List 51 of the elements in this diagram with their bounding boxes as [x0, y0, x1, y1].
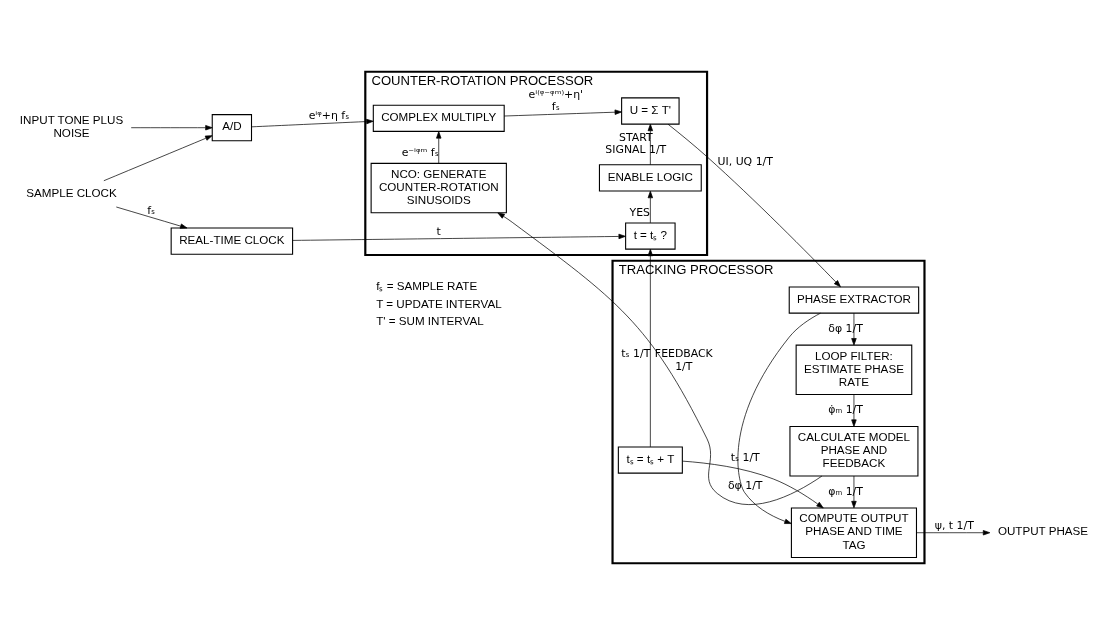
node-box: REAL-TIME CLOCK — [170, 227, 294, 255]
node-text: OUTPUT PHASE — [997, 524, 1089, 538]
edge-label: δφ 1/T — [727, 478, 763, 492]
node-box: PHASE EXTRACTOR — [788, 286, 920, 314]
arrow — [292, 233, 626, 241]
arrow — [115, 206, 188, 229]
node-box: COMPUTE OUTPUT PHASE AND TIME TAG — [790, 507, 918, 558]
node-box: U = Σ T' — [621, 97, 680, 125]
arrow — [103, 135, 213, 182]
arrow — [647, 190, 653, 224]
edge-label: UI, UQ 1/T — [717, 154, 773, 168]
arrow — [851, 312, 857, 346]
node-box: t = tₛ ? — [625, 222, 676, 250]
node-box: NCO: GENERATE COUNTER-ROTATION SINUSOIDS — [370, 162, 507, 214]
arrow — [647, 123, 653, 166]
arrow — [851, 394, 857, 427]
edge-label: tₛ 1/T — [730, 451, 760, 465]
edge-label: eⁱᵠ+η fₛ — [308, 108, 350, 122]
edge-label: e⁻ⁱᵠᵐ fₛ — [401, 145, 439, 159]
edge-label: φ̇ₘ 1/T — [828, 403, 863, 417]
edge-label: START SIGNAL 1/T — [605, 130, 667, 157]
node-box: LOOP FILTER: ESTIMATE PHASE RATE — [795, 344, 913, 396]
label: fₛ = SAMPLE RATE — [376, 279, 478, 293]
node-box: CALCULATE MODEL PHASE AND FEEDBACK — [789, 426, 919, 477]
edge-label: φₘ 1/T — [828, 484, 863, 498]
edge-label: FEEDBACK 1/T — [654, 347, 713, 373]
edge-label: eⁱ⁽ᵠ⁻ᵠᵐ⁾+η' fₛ — [528, 87, 584, 114]
node-box: COMPLEX MULTIPLY — [372, 104, 505, 132]
arrow — [497, 212, 823, 505]
node-box: ENABLE LOGIC — [598, 164, 702, 192]
arrow — [130, 125, 213, 131]
arrow — [251, 118, 374, 128]
label: T = UPDATE INTERVAL — [376, 296, 502, 310]
arrow — [916, 530, 991, 536]
edge-label: t — [436, 224, 441, 238]
arrow — [436, 131, 442, 164]
node-text: SAMPLE CLOCK — [26, 185, 117, 199]
edge-label: fₛ — [147, 204, 156, 218]
node-box: A/D — [211, 114, 253, 142]
edge-label: YES — [629, 205, 651, 219]
label: T' = SUM INTERVAL — [376, 314, 484, 328]
node-text: INPUT TONE PLUS NOISE — [19, 112, 124, 140]
arrow — [682, 460, 824, 509]
node-box: tₛ = tₛ + T — [617, 446, 683, 474]
edge-label: ψ, t 1/T — [934, 519, 974, 533]
arrow — [851, 475, 857, 509]
arrow — [647, 248, 653, 448]
arrow — [667, 123, 841, 288]
arrow — [737, 312, 821, 524]
edge-label: δφ 1/T — [828, 321, 863, 335]
arrow — [503, 109, 622, 117]
